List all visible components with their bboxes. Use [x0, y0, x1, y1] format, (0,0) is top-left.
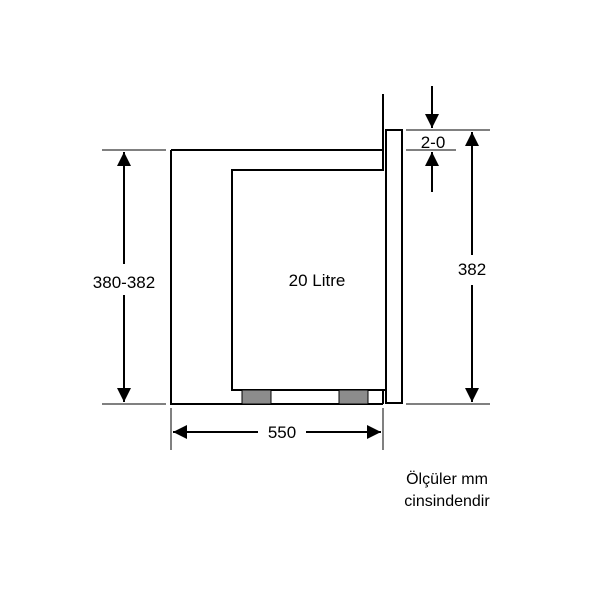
cabinet-front-step — [231, 150, 384, 391]
units-note-line1: Ölçüler mm — [406, 470, 488, 488]
cabinet-outline — [170, 94, 384, 405]
height-left-label: 380-382 — [93, 273, 155, 292]
foot-left — [241, 389, 272, 405]
height-right-label: 382 — [458, 260, 486, 279]
units-note-line2: cinsindendir — [404, 493, 490, 510]
capacity-label: 20 Litre — [289, 271, 346, 290]
depth-label: 550 — [268, 423, 296, 442]
foot-right — [338, 389, 369, 405]
front-panel — [385, 129, 403, 404]
gap-label: 2-0 — [421, 133, 446, 152]
